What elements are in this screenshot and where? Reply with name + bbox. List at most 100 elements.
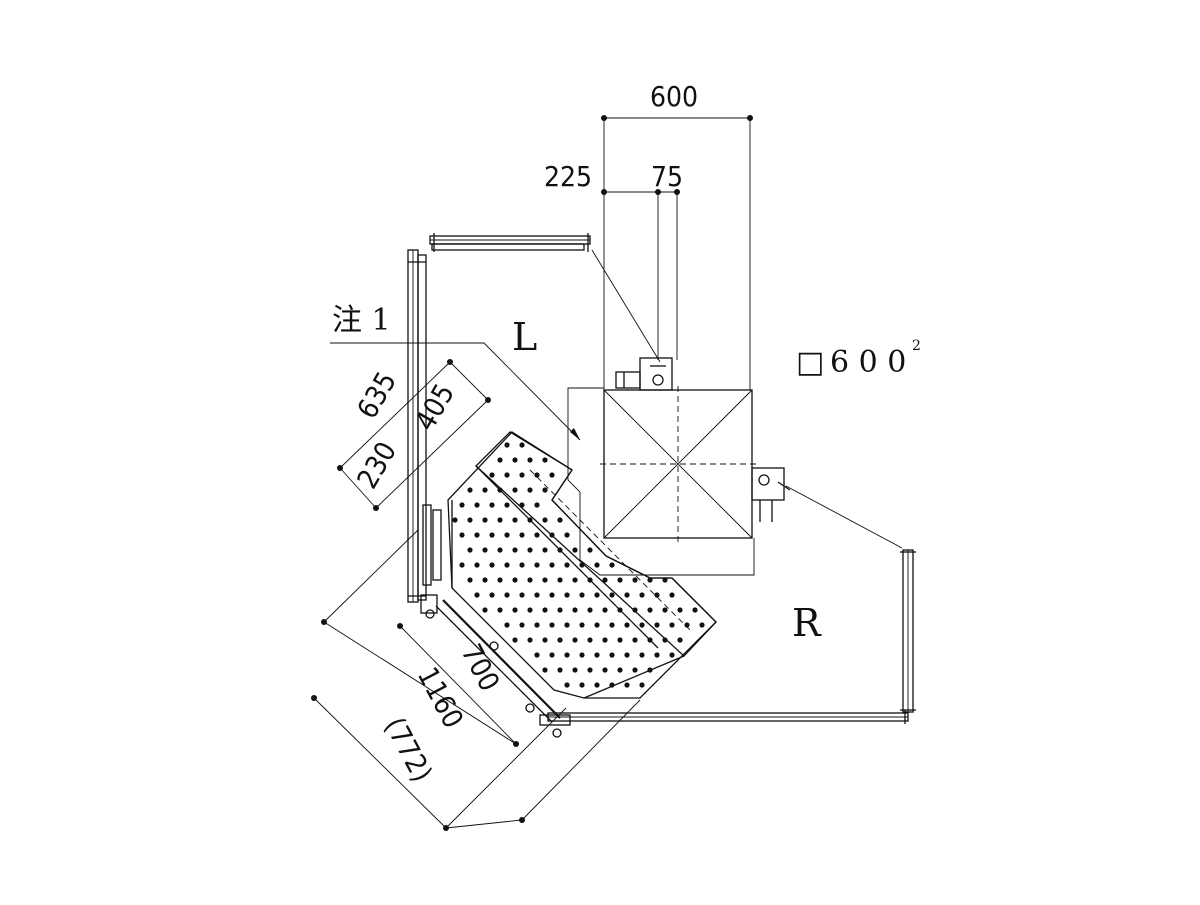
panel-hole [602, 577, 608, 583]
panel-hole [579, 682, 585, 688]
left-vertical-wall [407, 249, 438, 619]
panel-hole [549, 622, 555, 628]
right-side-label: R [792, 601, 822, 645]
perforated-corner-panel [447, 431, 717, 699]
panel-hole [684, 622, 690, 628]
panel-hole [557, 667, 563, 673]
panel-hole [534, 502, 540, 508]
panel-hole [497, 547, 503, 553]
panel-hole [534, 622, 540, 628]
panel-hole [512, 457, 518, 463]
panel-hole [677, 637, 683, 643]
panel-hole [497, 487, 503, 493]
panel-hole [534, 652, 540, 658]
panel-hole [482, 487, 488, 493]
panel-hole [564, 622, 570, 628]
panel-hole [542, 607, 548, 613]
bottom-horizontal-wall [539, 710, 909, 738]
panel-holes [452, 442, 705, 688]
panel-hole [542, 637, 548, 643]
panel-hole [594, 652, 600, 658]
panel-hole [482, 547, 488, 553]
panel-hole [572, 637, 578, 643]
panel-hole [504, 472, 510, 478]
panel-hole [549, 562, 555, 568]
panel-hole [474, 562, 480, 568]
panel-hole [504, 622, 510, 628]
panel-hole [639, 592, 645, 598]
panel-hole [609, 682, 615, 688]
panel-hole [632, 577, 638, 583]
panel-hole [512, 577, 518, 583]
panel-hole [549, 472, 555, 478]
panel-hole [534, 472, 540, 478]
panel-hole [624, 592, 630, 598]
panel-hole [587, 667, 593, 673]
panel-hole [512, 487, 518, 493]
panel-hole [542, 547, 548, 553]
panel-hole [639, 682, 645, 688]
panel-hole [669, 592, 675, 598]
panel-hole [557, 577, 563, 583]
panel-hole [474, 532, 480, 538]
panel-hole [527, 577, 533, 583]
panel-hole [632, 607, 638, 613]
panel-hole [624, 682, 630, 688]
panel-hole [467, 547, 473, 553]
panel-hole [654, 622, 660, 628]
panel-hole [669, 622, 675, 628]
panel-hole [609, 652, 615, 658]
square-size-label: 6 0 0 [830, 345, 906, 380]
panel-hole [512, 517, 518, 523]
panel-hole [564, 592, 570, 598]
bracket-top [615, 357, 673, 391]
panel-hole [632, 637, 638, 643]
panel-hole [504, 592, 510, 598]
panel-hole [654, 652, 660, 658]
panel-hole [527, 607, 533, 613]
panel-hole [662, 607, 668, 613]
panel-hole [519, 562, 525, 568]
panel-hole [594, 682, 600, 688]
panel-hole [527, 457, 533, 463]
panel-hole [639, 622, 645, 628]
square-symbol: □ [796, 345, 824, 380]
panel-hole [572, 607, 578, 613]
panel-hole [564, 652, 570, 658]
panel-hole [489, 472, 495, 478]
panel-hole [542, 457, 548, 463]
panel-hole [459, 532, 465, 538]
panel-hole [624, 652, 630, 658]
panel-hole [579, 592, 585, 598]
panel-hole [632, 667, 638, 673]
panel-hole [527, 547, 533, 553]
panel-hole [474, 592, 480, 598]
panel-hole [617, 577, 623, 583]
panel-hole [602, 637, 608, 643]
panel-hole [459, 562, 465, 568]
panel-hole [527, 487, 533, 493]
diagonal-dimensions [311, 359, 641, 831]
right-vertical-wall [900, 549, 916, 713]
panel-hole [549, 592, 555, 598]
panel-hole [519, 502, 525, 508]
note-label: 注 1 [332, 303, 391, 338]
panel-hole [549, 652, 555, 658]
panel-hole [497, 577, 503, 583]
panel-hole [519, 592, 525, 598]
panel-hole [489, 562, 495, 568]
dim-772-label: (772) [378, 712, 439, 787]
panel-hole [504, 532, 510, 538]
panel-hole [647, 637, 653, 643]
panel-hole [482, 517, 488, 523]
bracket-right [751, 467, 791, 522]
dim-1160-label: 1160 [411, 661, 470, 733]
dim-635-label: 635 [350, 366, 403, 424]
panel-hole [669, 652, 675, 658]
panel-hole [609, 622, 615, 628]
panel-hole [602, 607, 608, 613]
panel-hole [497, 517, 503, 523]
panel-hole [587, 547, 593, 553]
panel-hole [557, 607, 563, 613]
panel-hole [572, 577, 578, 583]
